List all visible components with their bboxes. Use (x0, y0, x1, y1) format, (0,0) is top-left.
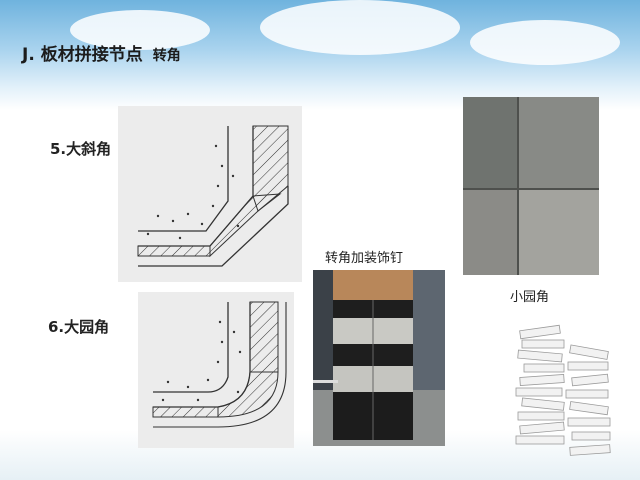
title-text: J. 板材拼接节点 (22, 45, 143, 65)
cloud-decoration (260, 0, 460, 55)
title-subtext: 转角 (152, 48, 181, 64)
paper-stack-image (515, 324, 611, 456)
label-decorative-nails: 转角加装饰钉 (325, 251, 404, 266)
label-large-round: 6.大园角 (48, 318, 110, 336)
round-corner-sketch (138, 292, 294, 448)
page-title: J. 板材拼接节点转角 (22, 40, 181, 65)
round-corner-drawing (152, 301, 287, 428)
paper-stack-decoration (510, 318, 620, 466)
label-large-bevel: 5.大斜角 (50, 140, 112, 158)
small-round-photo (463, 97, 599, 275)
small-round-image (463, 97, 599, 275)
bevel-corner-drawing (137, 125, 289, 267)
cloud-decoration (470, 20, 620, 65)
bevel-corner-sketch (118, 106, 302, 282)
cloud-decoration (70, 10, 210, 50)
corner-nail-image (313, 270, 445, 446)
label-small-round: 小园角 (510, 290, 550, 305)
corner-nail-photo (313, 270, 445, 446)
